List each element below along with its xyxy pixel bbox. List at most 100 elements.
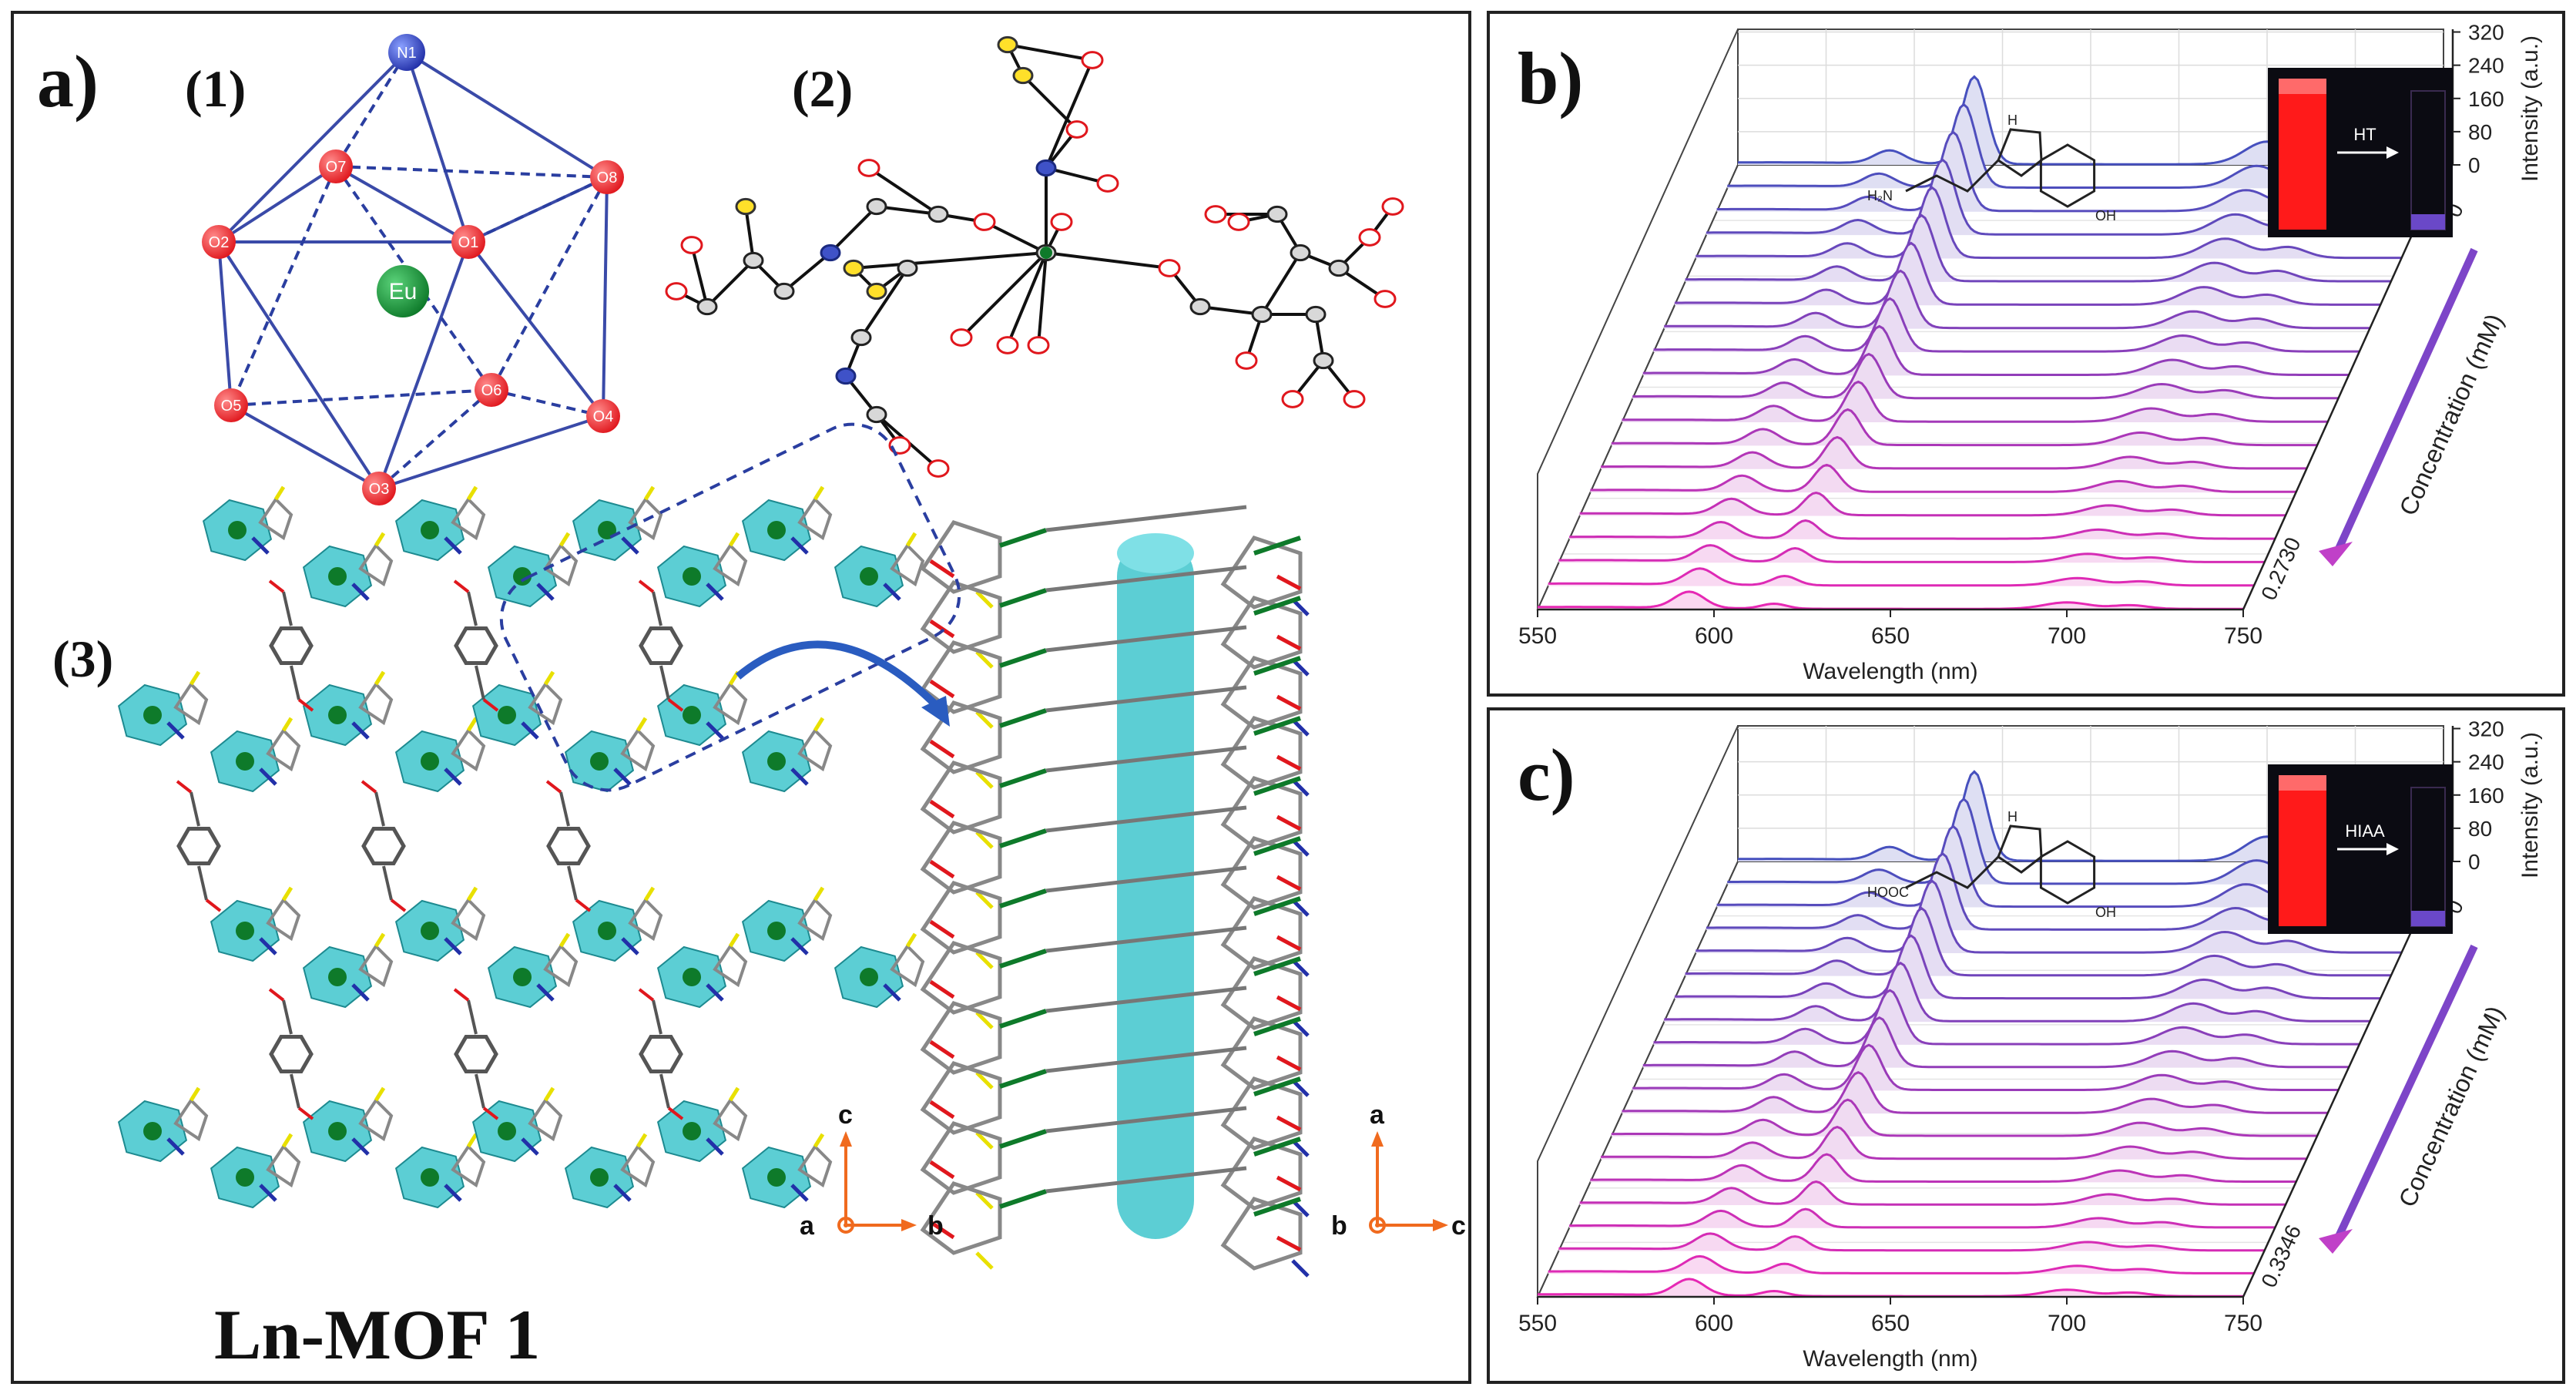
eu-atom — [421, 1168, 439, 1187]
nitrogen-bond — [351, 721, 370, 740]
spectrum-shade — [1579, 492, 2286, 516]
eu-atom — [143, 706, 162, 724]
thiazole-ring — [797, 496, 833, 541]
spectrum-shade — [1579, 1181, 2286, 1206]
carboxyl-bond — [482, 1107, 499, 1120]
column-s-bond — [975, 1131, 994, 1150]
nitrogen-bond — [166, 721, 185, 740]
spectrum-line — [1622, 1071, 2328, 1114]
molecule-nh: H — [2007, 809, 2018, 824]
sulfur-bond — [543, 670, 555, 686]
nitrogen-bond — [790, 1184, 809, 1202]
eu-atom — [513, 968, 532, 986]
molecule-nh: H — [2007, 112, 2018, 128]
y-tick-label: 0 — [2468, 850, 2480, 874]
nitrogen-bond — [251, 536, 270, 555]
eu-atom — [767, 521, 786, 539]
ortep-atom — [866, 405, 887, 424]
spectrum-fill — [1611, 409, 2317, 446]
eu-atom — [860, 567, 878, 586]
thiazole-ring — [451, 496, 486, 541]
benzene-linker — [361, 827, 406, 865]
spectrum-line — [1664, 962, 2370, 1023]
thiazole-ring — [890, 943, 925, 988]
nitrogen-bond — [536, 983, 555, 1002]
polyhedron-dashed-edge — [491, 388, 604, 418]
curved-arrow — [735, 640, 941, 710]
thiazole-ring — [266, 1143, 301, 1188]
benzene-linker — [639, 1035, 683, 1073]
spectrum-fill — [1664, 962, 2370, 1023]
column-o-bond — [1276, 875, 1302, 892]
spectrum-shade — [1727, 104, 2433, 189]
spectrum-fill — [1716, 132, 2423, 212]
sulfur-bond — [636, 717, 648, 732]
carboxyl-bond — [205, 898, 222, 912]
column-ring-right — [1220, 1076, 1303, 1150]
ortep-atom — [773, 282, 795, 301]
spectrum-shade — [1696, 187, 2402, 259]
column-ring-right — [1220, 836, 1303, 910]
ortep-bond — [1260, 251, 1302, 316]
column-eu-bond — [1253, 776, 1301, 796]
spectrum-line — [1538, 590, 2243, 610]
column-o-bond — [929, 559, 955, 579]
spectrum-shade — [1642, 326, 2349, 376]
ortep-atom — [1343, 390, 1366, 408]
ortep-atom — [850, 328, 872, 347]
column-ring-right — [1220, 1016, 1303, 1090]
thiazole-ring — [173, 1097, 209, 1142]
polyhedron-edge — [602, 176, 609, 417]
linker-bond — [382, 865, 393, 901]
x-tick-label: 750 — [2224, 623, 2262, 649]
spectrum-line — [1590, 463, 2296, 493]
column-s-bond — [975, 831, 994, 849]
polyhedron-edge — [335, 165, 469, 243]
molecule-bond — [1905, 855, 2000, 889]
eu-atom — [421, 922, 439, 940]
nitrogen-bond — [536, 583, 555, 601]
polyhedron-edge — [217, 241, 233, 406]
polyhedron-edge — [217, 165, 337, 243]
y-axis-label: Intensity (a.u.) — [2517, 35, 2543, 182]
sulfur-bond — [643, 886, 656, 902]
atom-o1 — [451, 225, 485, 259]
molecule-ring — [1997, 128, 2043, 177]
concentration-arrow-head — [2319, 542, 2353, 566]
linker-bond — [282, 591, 293, 626]
sulfur-bond — [905, 532, 917, 547]
panel-label: b) — [1518, 37, 1583, 119]
spectrum-shade — [1738, 76, 2444, 165]
column-o-bond — [1276, 814, 1302, 831]
vial-red-cap — [2279, 79, 2326, 94]
polyhedron-edge — [378, 415, 604, 490]
linker-bond — [475, 1073, 485, 1109]
column-o-bond — [929, 859, 955, 879]
carboxyl-bond — [667, 698, 684, 712]
column-ring-right — [1220, 776, 1303, 850]
sulfur-bond — [281, 1133, 293, 1148]
thiazole-ring — [713, 681, 748, 726]
x-axis-label: Wavelength (nm) — [1803, 1346, 1977, 1372]
thiazole-ring — [713, 943, 748, 988]
thiazole-ring — [358, 943, 394, 988]
nitrogen-bond — [706, 583, 724, 601]
linker-bond — [652, 591, 662, 626]
spectrum-line — [1685, 213, 2391, 283]
benzene-linker — [639, 626, 683, 665]
y-tick-label: 240 — [2468, 751, 2504, 774]
sulfur-bond — [466, 717, 478, 732]
atom-o2 — [202, 225, 236, 259]
eu-atom — [683, 1122, 701, 1140]
ortep-atom — [997, 35, 1018, 54]
spectrum-fill — [1642, 1017, 2349, 1068]
column-eu-bond — [1253, 956, 1301, 976]
column-o-bond — [929, 979, 955, 999]
nitrogen-bond — [259, 937, 277, 955]
carboxyl-bond — [453, 579, 470, 593]
molecule-oh: OH — [2095, 905, 2116, 920]
ortep-atom — [1081, 51, 1104, 69]
ortep-atom — [1027, 336, 1050, 354]
thiazole-ring — [358, 1097, 394, 1142]
